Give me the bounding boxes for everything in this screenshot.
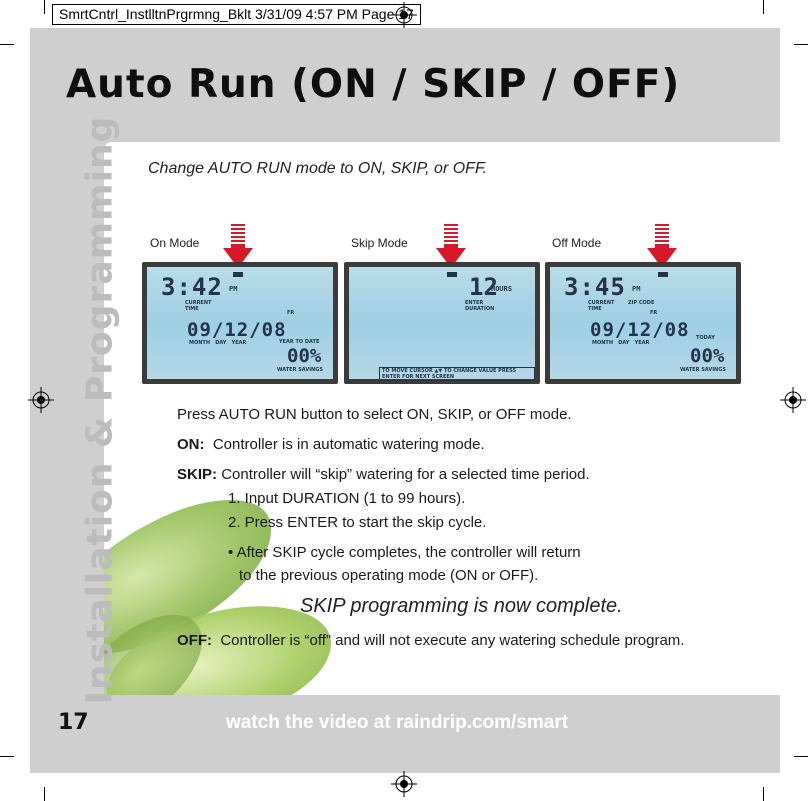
mode-label-on: On Mode	[150, 236, 200, 250]
down-arrow-icon	[647, 224, 677, 268]
crop-mark	[763, 0, 764, 14]
lcd-time: 3:42	[161, 273, 223, 301]
press-instruction: Press AUTO RUN button to select ON, SKIP…	[177, 406, 572, 423]
skip-step-1: 1. Input DURATION (1 to 99 hours).	[228, 490, 466, 507]
lcd-caption: ENTER DURATION	[465, 300, 495, 312]
lcd-caption: MONTH DAY YEAR	[592, 340, 650, 346]
down-arrow-icon	[436, 224, 466, 268]
lcd-caption: CURRENT TIME	[588, 300, 615, 312]
skip-step-2: 2. Press ENTER to start the skip cycle.	[228, 514, 487, 531]
registration-mark-icon	[391, 771, 417, 797]
mode-label-skip: Skip Mode	[351, 236, 408, 250]
crop-mark	[763, 787, 764, 801]
section-side-label: Installation & Programming	[79, 115, 121, 705]
lcd-caption: MONTH DAY YEAR	[189, 340, 247, 346]
lcd-date: 09/12/08	[590, 319, 690, 341]
skip-note-line-1: • After SKIP cycle completes, the contro…	[228, 544, 581, 561]
down-arrow-icon	[223, 224, 253, 268]
lcd-screen: 12 HOURS ENTER DURATION TO MOVE CURSOR ▲…	[349, 267, 535, 381]
page-number: 17	[58, 710, 89, 735]
off-description: OFF: Controller is “off” and will not ex…	[177, 632, 684, 649]
skip-note-line-2: to the previous operating mode (ON or OF…	[239, 567, 539, 584]
crop-mark	[794, 44, 808, 45]
crop-mark	[44, 787, 45, 801]
skip-label: SKIP:	[177, 466, 218, 483]
crop-mark	[44, 0, 45, 14]
off-text: Controller is “off” and will not execute…	[220, 632, 685, 649]
lcd-display-on: 3:42 PM CURRENT TIME FR 09/12/08 MONTH D…	[142, 262, 338, 384]
intro-text: Change AUTO RUN mode to ON, SKIP, or OFF…	[148, 160, 488, 177]
crop-mark	[794, 756, 808, 757]
lcd-pm: PM	[632, 285, 641, 293]
lcd-caption: TODAY	[696, 335, 715, 341]
lcd-value: 00%	[690, 345, 725, 367]
crop-mark	[0, 756, 14, 757]
lcd-duration: 12	[469, 273, 498, 301]
lcd-screen: 3:45 PM CURRENT TIME ZIP CODE FR 09/12/0…	[550, 267, 736, 379]
registration-mark-icon	[780, 387, 806, 413]
lcd-screen: 3:42 PM CURRENT TIME FR 09/12/08 MONTH D…	[147, 267, 333, 379]
lcd-display-skip: 12 HOURS ENTER DURATION TO MOVE CURSOR ▲…	[344, 262, 540, 384]
lcd-mode-indicator	[233, 272, 243, 277]
lcd-value: 00%	[287, 345, 322, 367]
lcd-mode-indicator	[658, 272, 668, 277]
on-label: ON:	[177, 436, 205, 453]
content-area	[104, 142, 780, 695]
lcd-caption: CURRENT TIME	[185, 300, 212, 312]
lcd-pm: PM	[229, 285, 238, 293]
registration-mark-icon	[28, 387, 54, 413]
lcd-caption: FR	[650, 310, 658, 316]
lcd-caption: YEAR TO DATE	[279, 339, 320, 345]
complete-message: SKIP programming is now complete.	[300, 595, 623, 617]
crop-mark	[0, 44, 14, 45]
lcd-hours: HOURS	[491, 285, 513, 293]
off-label: OFF:	[177, 632, 212, 649]
lcd-display-off: 3:45 PM CURRENT TIME ZIP CODE FR 09/12/0…	[545, 262, 741, 384]
skip-description: SKIP: Controller will “skip” watering fo…	[177, 466, 590, 483]
lcd-time: 3:45	[564, 273, 626, 301]
lcd-mode-indicator	[447, 272, 457, 277]
page-title: Auto Run (ON / SKIP / OFF)	[66, 62, 681, 107]
footer-video-link: watch the video at raindrip.com/smart	[226, 712, 569, 733]
lcd-date: 09/12/08	[187, 319, 287, 341]
lcd-caption: FR	[287, 310, 295, 316]
mode-label-off: Off Mode	[552, 236, 602, 250]
print-slug: SmrtCntrl_InstlltnPrgrmng_Bklt 3/31/09 4…	[52, 4, 421, 25]
registration-mark-icon	[391, 2, 417, 28]
skip-text: Controller will “skip” watering for a se…	[221, 466, 590, 483]
lcd-instruction-bar: TO MOVE CURSOR ▲▼ TO CHANGE VALUE PRESS …	[379, 367, 535, 381]
lcd-caption: WATER SAVINGS	[680, 367, 726, 373]
lcd-caption: ZIP CODE	[628, 300, 655, 306]
lcd-caption: WATER SAVINGS	[277, 367, 323, 373]
on-text: Controller is in automatic watering mode…	[212, 436, 485, 453]
on-description: ON: Controller is in automatic watering …	[177, 436, 485, 453]
